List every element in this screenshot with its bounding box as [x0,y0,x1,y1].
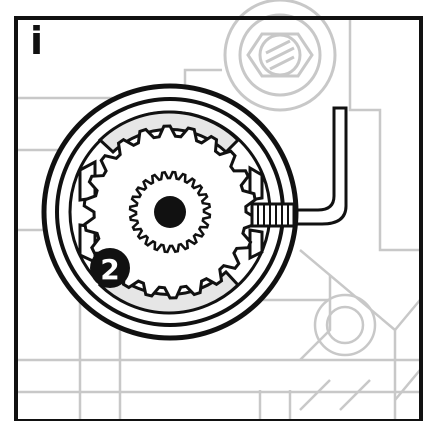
hex-key-icon [296,106,348,226]
ratchet-gear-icon [82,124,258,300]
background-housing [18,20,421,421]
callout-badge: 2 [90,248,130,288]
callout-number: 2 [100,253,119,286]
set-screw-icon [250,202,296,228]
step-letter: i [30,19,44,63]
slotted-screw-icon [223,0,337,112]
